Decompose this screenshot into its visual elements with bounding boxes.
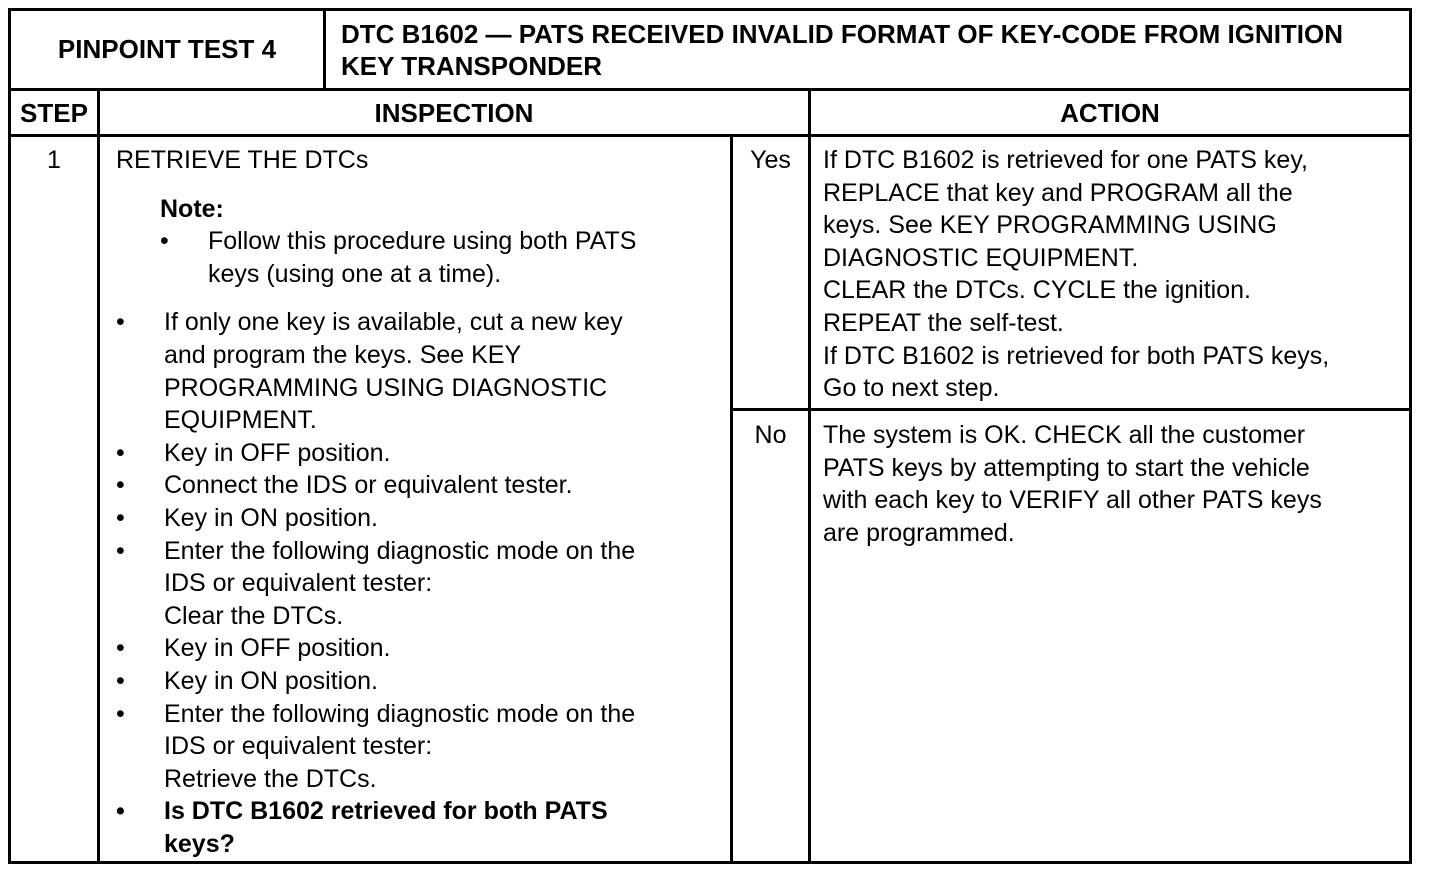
inspection-question-item: • Is DTC B1602 retrieved for both PATS k…: [116, 795, 721, 860]
inspection-step-item: • Key in OFF position.: [116, 437, 721, 470]
column-header-step: STEP: [20, 98, 88, 128]
inspection-step-item: • Enter the following diagnostic mode on…: [116, 535, 721, 633]
inspection-step-line: If only one key is available, cut a new …: [164, 308, 623, 337]
inspection-step-item: • Key in ON position.: [116, 502, 721, 535]
action-line: The system is OK. CHECK all the customer: [823, 421, 1306, 449]
note-text-line-2: keys (using one at a time).: [208, 259, 502, 288]
action-line: DIAGNOSTIC EQUIPMENT.: [823, 243, 1139, 272]
rule-step-column: [97, 88, 100, 861]
inspection-step-item: • Key in ON position.: [116, 665, 721, 698]
note-label: Note:: [160, 194, 224, 223]
action-line: REPEAT the self-test.: [823, 308, 1064, 337]
note-bullet-dot: •: [160, 227, 169, 256]
inspection-step-line: Key in ON position.: [164, 503, 378, 532]
bullet-dot: •: [116, 471, 125, 500]
inspection-step-line: IDS or equivalent tester:: [164, 732, 433, 761]
inspection-step-line: Connect the IDS or equivalent tester.: [164, 471, 573, 500]
column-header-inspection: INSPECTION: [374, 98, 534, 128]
action-line: with each key to VERIFY all other PATS k…: [823, 486, 1322, 515]
step-number: 1: [47, 146, 61, 174]
inspection-step-line: EQUIPMENT.: [164, 406, 317, 435]
inspection-step-item: • If only one key is available, cut a ne…: [116, 306, 721, 436]
inspection-step-line: PROGRAMMING USING DIAGNOSTIC: [164, 373, 608, 402]
test-title-line-2: KEY TRANSPONDER: [341, 51, 603, 81]
answer-no-action: The system is OK. CHECK all the customer…: [823, 419, 1403, 549]
rule-between-yes-no: [730, 408, 1409, 411]
rule-below-title: [11, 88, 1409, 91]
bullet-dot: •: [116, 438, 125, 467]
inspection-step-line: Retrieve the DTCs.: [164, 764, 377, 793]
action-line: keys. See KEY PROGRAMMING USING: [823, 211, 1277, 240]
inspection-step-line: IDS or equivalent tester:: [164, 569, 433, 598]
step-heading: RETRIEVE THE DTCs: [116, 146, 369, 174]
inspection-steps-list: • If only one key is available, cut a ne…: [116, 306, 721, 860]
bullet-dot: •: [116, 308, 125, 337]
inspection-question-line: Is DTC B1602 retrieved for both PATS: [164, 797, 608, 826]
note-block: Note: • Follow this procedure using both…: [116, 193, 721, 291]
action-line: Go to next step.: [823, 374, 1000, 403]
test-title-line-1: DTC B1602 — PATS RECEIVED INVALID FORMAT…: [341, 19, 1344, 49]
bullet-dot: •: [116, 666, 125, 695]
inspection-step-item: • Enter the following diagnostic mode on…: [116, 698, 721, 796]
bullet-dot: •: [116, 797, 125, 826]
answer-yes-action: If DTC B1602 is retrieved for one PATS k…: [823, 144, 1403, 405]
rule-below-column-headers: [11, 134, 1409, 137]
action-line: are programmed.: [823, 518, 1015, 547]
pinpoint-test-table: PINPOINT TEST 4 DTC B1602 — PATS RECEIVE…: [8, 8, 1412, 864]
inspection-step-line: Clear the DTCs.: [164, 601, 344, 630]
note-bullet-item: • Follow this procedure using both PATS …: [160, 225, 721, 290]
inspection-step-line: Key in ON position.: [164, 666, 378, 695]
bullet-dot: •: [116, 699, 125, 728]
rule-inspection-action: [808, 88, 811, 861]
answer-yes-label: Yes: [750, 146, 791, 174]
inspection-question-line: keys?: [164, 829, 235, 858]
action-line: REPLACE that key and PROGRAM all the: [823, 178, 1293, 207]
answer-no-label: No: [754, 421, 787, 449]
inspection-step-line: Key in OFF position.: [164, 634, 391, 663]
inspection-step-line: Enter the following diagnostic mode on t…: [164, 699, 636, 728]
action-line: CLEAR the DTCs. CYCLE the ignition.: [823, 276, 1251, 305]
bullet-dot: •: [116, 634, 125, 663]
bullet-dot: •: [116, 503, 125, 532]
test-title: DTC B1602 — PATS RECEIVED INVALID FORMAT…: [341, 18, 1409, 82]
rule-title-divider: [323, 11, 326, 88]
action-line: If DTC B1602 is retrieved for both PATS …: [823, 341, 1330, 370]
inspection-content: RETRIEVE THE DTCs Note: • Follow this pr…: [116, 144, 721, 860]
inspection-step-line: Enter the following diagnostic mode on t…: [164, 536, 636, 565]
rule-inspection-answer: [730, 134, 733, 861]
inspection-step-line: Key in OFF position.: [164, 438, 391, 467]
note-text-line-1: Follow this procedure using both PATS: [208, 227, 637, 256]
action-line: PATS keys by attempting to start the veh…: [823, 453, 1310, 482]
column-header-action: ACTION: [1060, 98, 1160, 128]
inspection-step-item: • Connect the IDS or equivalent tester.: [116, 469, 721, 502]
inspection-step-item: • Key in OFF position.: [116, 632, 721, 665]
action-line: If DTC B1602 is retrieved for one PATS k…: [823, 146, 1308, 174]
bullet-dot: •: [116, 536, 125, 565]
test-label: PINPOINT TEST 4: [57, 34, 277, 64]
inspection-step-line: and program the keys. See KEY: [164, 340, 522, 369]
